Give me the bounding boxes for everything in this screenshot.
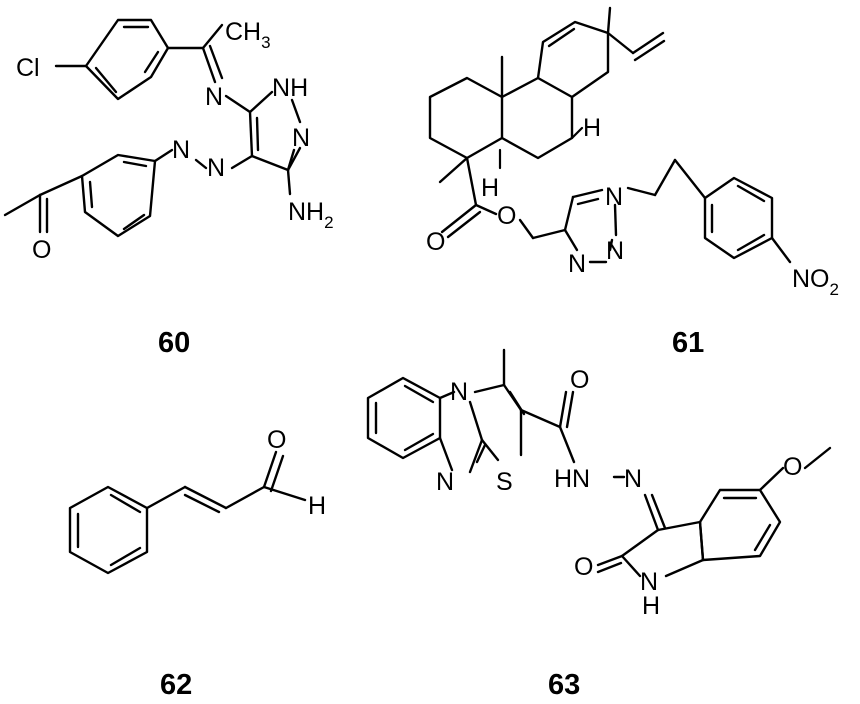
compound-60-chlorophenyl-ring <box>84 18 170 101</box>
compound-label-62: 62 <box>160 669 192 701</box>
atom-carbonyl-oxygen: O <box>426 228 445 256</box>
atom-pyrazole-nh: NH <box>272 74 308 102</box>
atom-aldehyde-hydrogen: H <box>308 492 326 520</box>
atom-pyrazole-nitrogen: N <box>292 124 310 152</box>
compound-61-nitrophenyl-ring <box>703 176 774 260</box>
compound-label-60: 60 <box>158 327 190 359</box>
atom-imine-nitrogen: N <box>205 83 223 111</box>
compound-62-atom-labels: O H <box>267 426 326 520</box>
compound-60-acetylphenyl-ring <box>80 153 157 238</box>
atom-triazole-n2: N <box>606 237 624 265</box>
atom-triazole-n1: N <box>605 183 623 211</box>
atom-chlorine: Cl <box>16 54 40 82</box>
compound-label-63: 63 <box>548 669 580 701</box>
compound-62-phenyl-ring <box>68 485 149 575</box>
atom-aldehyde-oxygen: O <box>267 426 286 454</box>
atom-amino: NH2 <box>288 198 334 232</box>
atom-amide-oxygen: O <box>570 366 589 394</box>
compound-63-thiazole-ring <box>473 383 526 462</box>
atom-nitro-group: NO2 <box>792 265 839 299</box>
compound-label-61: 61 <box>672 327 704 359</box>
compound-60-structure <box>3 18 302 238</box>
atom-indole-hydrogen: H <box>642 592 660 620</box>
atom-triazole-n3: N <box>568 250 586 278</box>
compound-63-indolinone-ring <box>620 488 782 578</box>
atom-lactam-oxygen: O <box>574 553 593 581</box>
atom-carbonyl-oxygen: O <box>32 236 51 264</box>
atom-methoxy-oxygen: O <box>783 453 802 481</box>
atom-imidazole-nitrogen: N <box>436 468 454 496</box>
atom-sulfur: S <box>496 468 513 496</box>
compound-61-triazole-ring <box>563 188 618 264</box>
compound-63-atom-labels: N N S O HN N O O N H <box>436 366 802 620</box>
atom-indole-nitrogen: N <box>640 568 658 596</box>
atom-methyl: CH3 <box>225 18 271 52</box>
atom-bridgehead-nitrogen: N <box>450 378 468 406</box>
compound-61-structure <box>428 6 792 264</box>
atom-hydrazide-nh: HN <box>554 465 590 493</box>
atom-hydrogen-upper: H <box>583 114 601 142</box>
atom-hydrogen-lower: H <box>481 174 499 202</box>
compound-63-structure <box>366 348 832 578</box>
compound-60-atom-labels: Cl CH3 N NH N N N NH2 O <box>16 18 334 264</box>
compound-61-atom-labels: H H O O N N N NO2 <box>426 114 839 299</box>
compound-63-benzimidazole-ring <box>366 376 487 474</box>
atom-ester-oxygen: O <box>497 202 516 230</box>
atom-azo-nitrogen-2: N <box>172 136 190 164</box>
compound-62-structure <box>68 450 307 575</box>
atom-azo-nitrogen-1: N <box>207 154 225 182</box>
atom-hydrazone-nitrogen: N <box>624 465 642 493</box>
compound-60-pyrazole-ring <box>248 90 302 172</box>
